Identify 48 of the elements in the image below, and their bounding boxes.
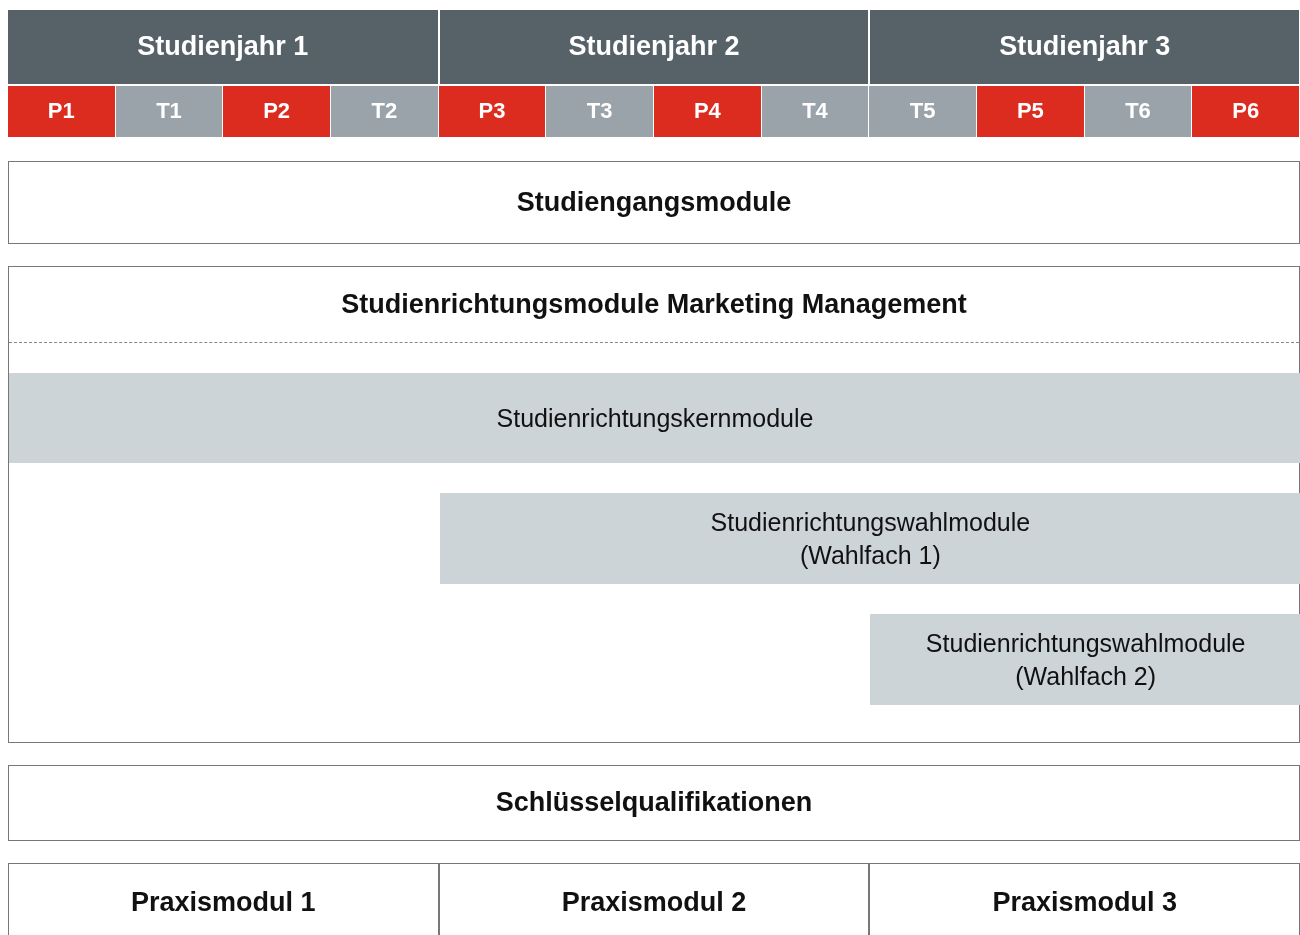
module-group — [8, 266, 1300, 743]
period-label: P2 — [263, 97, 291, 126]
module-title: Praxismodul 1 — [131, 886, 316, 920]
year-header — [439, 10, 870, 84]
year-heading: Studienjahr 3 — [999, 30, 1171, 64]
module-bar — [9, 373, 1300, 463]
module-band — [8, 765, 1300, 841]
period-cell — [1192, 86, 1300, 137]
period-label: T2 — [371, 97, 398, 126]
group-title: Studienrichtungsmodule Marketing Management — [341, 287, 967, 321]
year-heading: Studienjahr 1 — [137, 30, 309, 64]
period-cell — [761, 86, 870, 137]
module-title: Schlüsselqualifikationen — [495, 786, 813, 820]
period-cell — [223, 86, 331, 137]
period-label: T6 — [1125, 97, 1151, 126]
period-cell — [546, 86, 654, 137]
module-title: Praxismodul 3 — [992, 886, 1177, 920]
year-heading: Studienjahr 2 — [568, 30, 740, 64]
period-label: T4 — [802, 97, 828, 126]
period-label: P3 — [478, 97, 506, 126]
period-label: T3 — [586, 97, 613, 126]
period-label: T1 — [156, 97, 182, 126]
module-bar — [870, 614, 1300, 705]
module-title: Studienrichtungswahlmodule (Wahlfach 1) — [709, 507, 1032, 571]
module-bar — [439, 493, 1300, 584]
period-label: P4 — [693, 97, 721, 126]
period-cell — [977, 86, 1085, 137]
period-label: P1 — [47, 97, 75, 126]
period-label: P5 — [1016, 97, 1044, 126]
year-header — [8, 10, 439, 84]
period-cell — [869, 86, 977, 137]
period-cell — [654, 86, 762, 137]
module-title: Praxismodul 2 — [561, 886, 747, 920]
module-title: Studiengangsmodule — [516, 185, 792, 219]
period-cell — [438, 86, 547, 137]
module-title: Studienrichtungswahlmodule (Wahlfach 2) — [924, 628, 1247, 692]
period-cell — [115, 86, 224, 137]
module-title: Studienrichtungskernmodule — [496, 402, 814, 434]
period-cell — [1084, 86, 1193, 137]
module-band — [438, 863, 870, 935]
period-label: P6 — [1232, 97, 1260, 126]
period-cell — [331, 86, 439, 137]
module-band — [8, 161, 1300, 244]
module-band — [869, 863, 1300, 935]
period-label: T5 — [909, 97, 936, 126]
module-band — [8, 863, 439, 935]
year-header — [870, 10, 1300, 84]
period-cell — [8, 86, 116, 137]
